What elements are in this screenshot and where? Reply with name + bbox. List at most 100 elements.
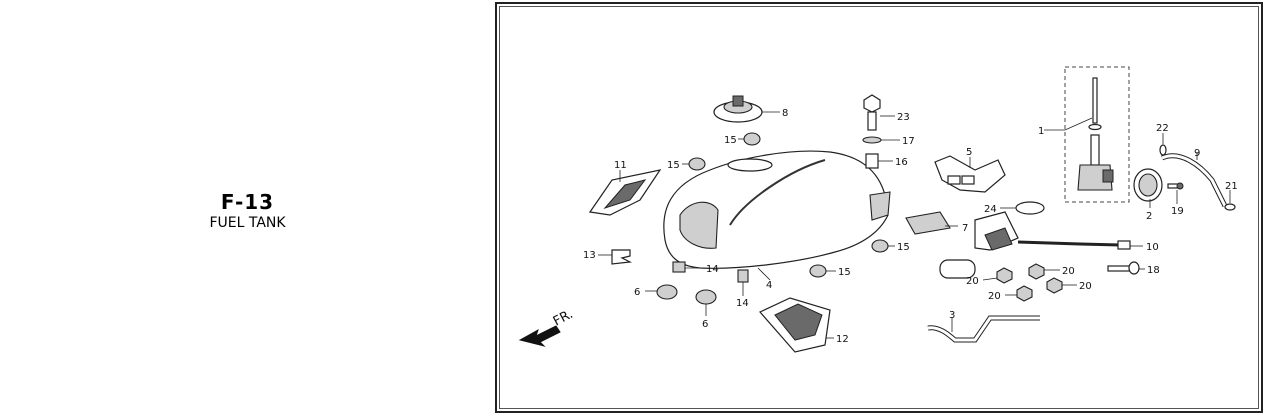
callout-6a: 6	[634, 287, 640, 298]
rubber-pad-5-slot-a	[947, 175, 961, 185]
callout-5: 5	[966, 147, 972, 158]
callout-14a: 14	[706, 264, 719, 275]
fuel-cock-group-box	[1064, 66, 1130, 203]
fuel-cock-washer	[1088, 123, 1102, 131]
fuel-cock-knob-2	[1133, 168, 1163, 208]
clip-21-ring	[1224, 203, 1236, 211]
o-ring-24	[1015, 201, 1045, 215]
fuel-hose-9-inner	[1161, 154, 1227, 207]
callout-11: 11	[614, 160, 627, 171]
knob-2-face	[1138, 173, 1158, 197]
bracket-plate-7-shape	[905, 211, 951, 235]
callout-23: 23	[897, 112, 910, 123]
callout-labels: 1 2 3 4 5 6 6 7 8 9 10 11 12 13 14 14 15…	[583, 108, 1238, 345]
fuel-hose-9	[1160, 152, 1228, 208]
fuel-cock-strainer-tube	[1092, 77, 1098, 124]
callout-9: 9	[1194, 148, 1200, 159]
callout-20a: 20	[966, 276, 979, 287]
fuel-cock-stem	[1090, 134, 1100, 166]
fuel-tank-emblem	[729, 159, 826, 226]
callout-14b: 14	[736, 298, 749, 309]
grommet-15b	[688, 157, 706, 171]
callout-22: 22	[1156, 123, 1169, 134]
bracket-13	[598, 249, 633, 265]
clip-21	[1224, 190, 1236, 211]
callout-20b: 20	[1062, 266, 1075, 277]
screw-19-head	[1176, 182, 1184, 190]
nuts-20	[982, 263, 1077, 302]
callout-20d: 20	[1079, 281, 1092, 292]
bolt-23-shank	[867, 111, 877, 131]
bolt-18-head	[1128, 261, 1140, 275]
grommet-15d	[809, 264, 827, 278]
hose-3-inner	[927, 316, 1040, 342]
fuel-cock-lever	[1102, 169, 1114, 183]
callout-17: 17	[902, 136, 915, 147]
callout-4: 4	[766, 280, 772, 291]
callout-20c: 20	[988, 291, 1001, 302]
callout-18: 18	[1147, 265, 1160, 276]
callout-15d: 15	[838, 267, 851, 278]
fuel-tank-rear-mount	[869, 191, 891, 221]
grommet-15c	[871, 239, 889, 253]
nut-20a	[996, 267, 1013, 284]
collar-6b	[695, 289, 717, 305]
fuel-tank	[663, 150, 891, 269]
clip-14b	[737, 269, 749, 283]
clip-22-ring	[1159, 144, 1167, 156]
cable-10	[1017, 240, 1121, 247]
callout-12: 12	[836, 334, 849, 345]
grommets	[682, 132, 895, 278]
bracket-plate-7	[905, 211, 958, 235]
callout-13: 13	[583, 250, 596, 261]
bolt-23-head	[863, 94, 881, 113]
lower-cover-mesh	[774, 303, 823, 341]
diagram-inner-border	[499, 6, 1259, 409]
callout-3: 3	[949, 310, 955, 321]
callout-16: 16	[895, 157, 908, 168]
fuel-cock-group	[1044, 66, 1130, 203]
tank-bracket-inner	[984, 227, 1013, 251]
callout-1: 1	[1038, 126, 1044, 137]
callout-7: 7	[962, 223, 968, 234]
mount-bolt-stack	[862, 94, 900, 169]
callout-19: 19	[1171, 206, 1184, 217]
callout-21: 21	[1225, 181, 1238, 192]
rubber-pad-5-slot-b	[961, 175, 975, 185]
callout-24: 24	[984, 204, 997, 215]
front-label: FR.	[551, 307, 576, 330]
tank-bracket	[974, 211, 1143, 251]
fuel-tank-knee-recess	[679, 201, 719, 249]
nut-20c	[1016, 285, 1033, 302]
collar-6a	[656, 284, 678, 300]
collar-16	[865, 153, 879, 169]
screw-19	[1167, 182, 1184, 204]
callout-15a: 15	[724, 135, 737, 146]
fuel-tank-cap-opening	[727, 158, 773, 172]
side-cover-left-pattern	[603, 179, 647, 210]
front-direction-indicator: FR.	[518, 307, 576, 347]
grommet-15a	[743, 132, 761, 146]
front-arrow-icon	[518, 325, 561, 347]
rubber-pad-5	[934, 155, 1006, 193]
callout-6b: 6	[702, 319, 708, 330]
nut-20d	[1046, 277, 1063, 294]
clip-22	[1159, 133, 1167, 156]
fuel-filter-body	[939, 259, 976, 279]
hose-3	[927, 315, 1040, 343]
side-cover-left	[588, 169, 662, 216]
fuel-filter	[939, 259, 976, 279]
callout-8: 8	[782, 108, 788, 119]
clips-14	[672, 261, 749, 296]
nut-20b	[1028, 263, 1045, 280]
bolt-18	[1107, 261, 1145, 275]
cable-10-end	[1117, 240, 1131, 250]
clip-14a	[672, 261, 686, 273]
callout-15c: 15	[897, 242, 910, 253]
bracket-13-shape	[611, 249, 633, 265]
callout-2: 2	[1146, 211, 1152, 222]
callout-15b: 15	[667, 160, 680, 171]
collars-6	[645, 284, 717, 316]
fuel-cap	[713, 95, 780, 123]
